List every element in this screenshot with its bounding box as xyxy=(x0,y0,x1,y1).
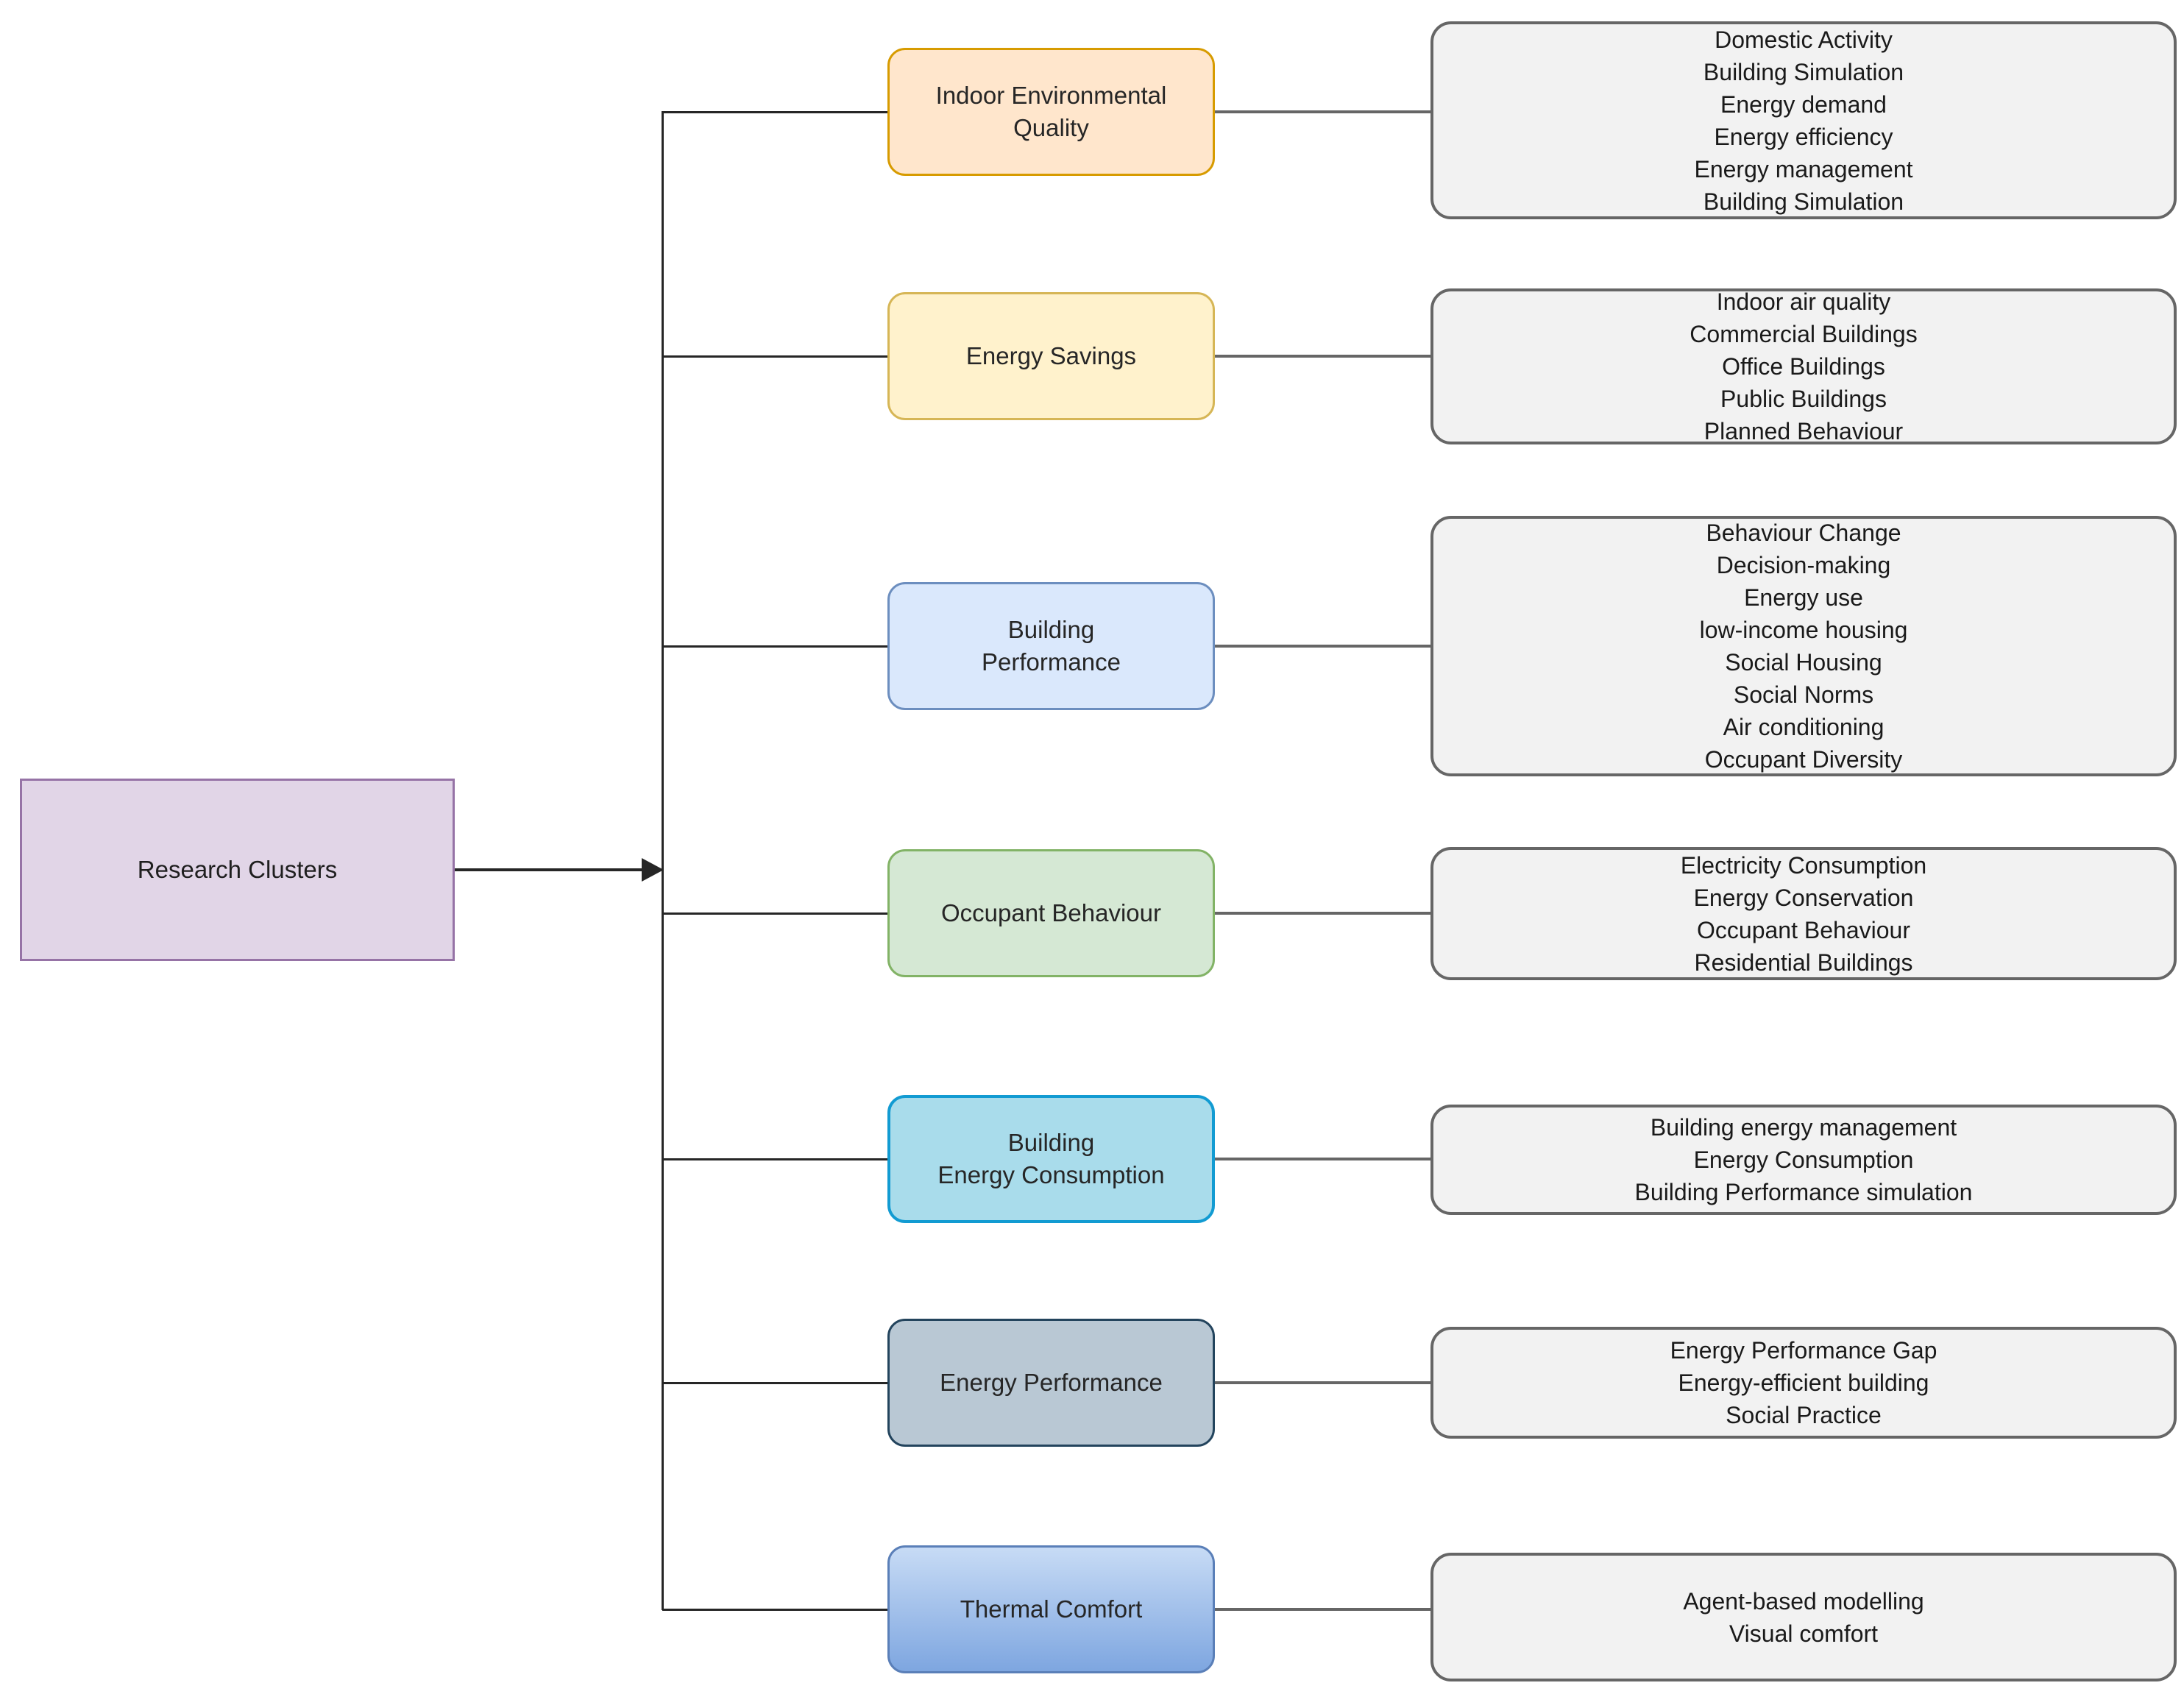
cluster-label: Thermal Comfort xyxy=(960,1595,1143,1623)
node-building-energy-consumption: Building Energy Consumption xyxy=(887,1095,1215,1223)
branch-line-2 xyxy=(662,355,887,358)
node-occupant-behaviour: Occupant Behaviour xyxy=(887,849,1215,977)
keyword-list: Agent-based modelling Visual comfort xyxy=(1683,1587,1924,1647)
connector-line-7 xyxy=(1213,1608,1430,1611)
edge-root-arrow-line xyxy=(455,868,645,871)
keywords-energy-savings: Indoor air quality Commercial Buildings … xyxy=(1430,288,2177,444)
connector-line-1 xyxy=(1213,110,1430,113)
keywords-energy-performance: Energy Performance Gap Energy-efficient … xyxy=(1430,1327,2177,1439)
keywords-indoor-environmental-quality: Domestic Activity Building Simulation En… xyxy=(1430,21,2177,219)
tree-trunk-line xyxy=(662,111,664,1610)
keywords-thermal-comfort: Agent-based modelling Visual comfort xyxy=(1430,1553,2177,1681)
node-energy-savings: Energy Savings xyxy=(887,292,1215,420)
cluster-label: Building Energy Consumption xyxy=(937,1129,1165,1188)
branch-line-5 xyxy=(662,1158,887,1160)
branch-line-7 xyxy=(662,1609,887,1611)
keywords-occupant-behaviour: Electricity Consumption Energy Conservat… xyxy=(1430,847,2177,980)
keywords-building-performance: Behaviour Change Decision-making Energy … xyxy=(1430,516,2177,776)
cluster-label: Energy Performance xyxy=(940,1369,1163,1397)
cluster-label: Building Performance xyxy=(982,616,1121,676)
root-label: Research Clusters xyxy=(137,856,338,883)
node-energy-performance: Energy Performance xyxy=(887,1319,1215,1447)
node-indoor-environmental-quality: Indoor Environmental Quality xyxy=(887,48,1215,176)
connector-line-4 xyxy=(1213,912,1430,915)
connector-line-3 xyxy=(1213,645,1430,648)
cluster-label: Energy Savings xyxy=(965,342,1137,370)
keywords-building-energy-consumption: Building energy management Energy Consum… xyxy=(1430,1105,2177,1215)
cluster-label: Indoor Environmental Quality xyxy=(935,82,1167,141)
branch-line-3 xyxy=(662,645,887,648)
keyword-list: Domestic Activity Building Simulation En… xyxy=(1694,26,1913,215)
connector-line-5 xyxy=(1213,1158,1430,1160)
keyword-list: Building energy management Energy Consum… xyxy=(1634,1114,1973,1205)
node-thermal-comfort: Thermal Comfort xyxy=(887,1545,1215,1673)
keyword-list: Indoor air quality Commercial Buildings … xyxy=(1690,288,1918,444)
branch-line-6 xyxy=(662,1382,887,1384)
node-research-clusters: Research Clusters xyxy=(20,779,455,961)
branch-line-1 xyxy=(662,111,887,113)
keyword-list: Electricity Consumption Energy Conservat… xyxy=(1680,851,1927,976)
branch-line-4 xyxy=(662,912,887,915)
node-building-performance: Building Performance xyxy=(887,582,1215,710)
connector-line-6 xyxy=(1213,1381,1430,1384)
keyword-list: Energy Performance Gap Energy-efficient … xyxy=(1670,1337,1937,1428)
cluster-label: Occupant Behaviour xyxy=(940,899,1161,927)
edge-root-arrow-head xyxy=(642,858,664,882)
keyword-list: Behaviour Change Decision-making Energy … xyxy=(1699,520,1908,773)
connector-line-2 xyxy=(1213,355,1430,358)
